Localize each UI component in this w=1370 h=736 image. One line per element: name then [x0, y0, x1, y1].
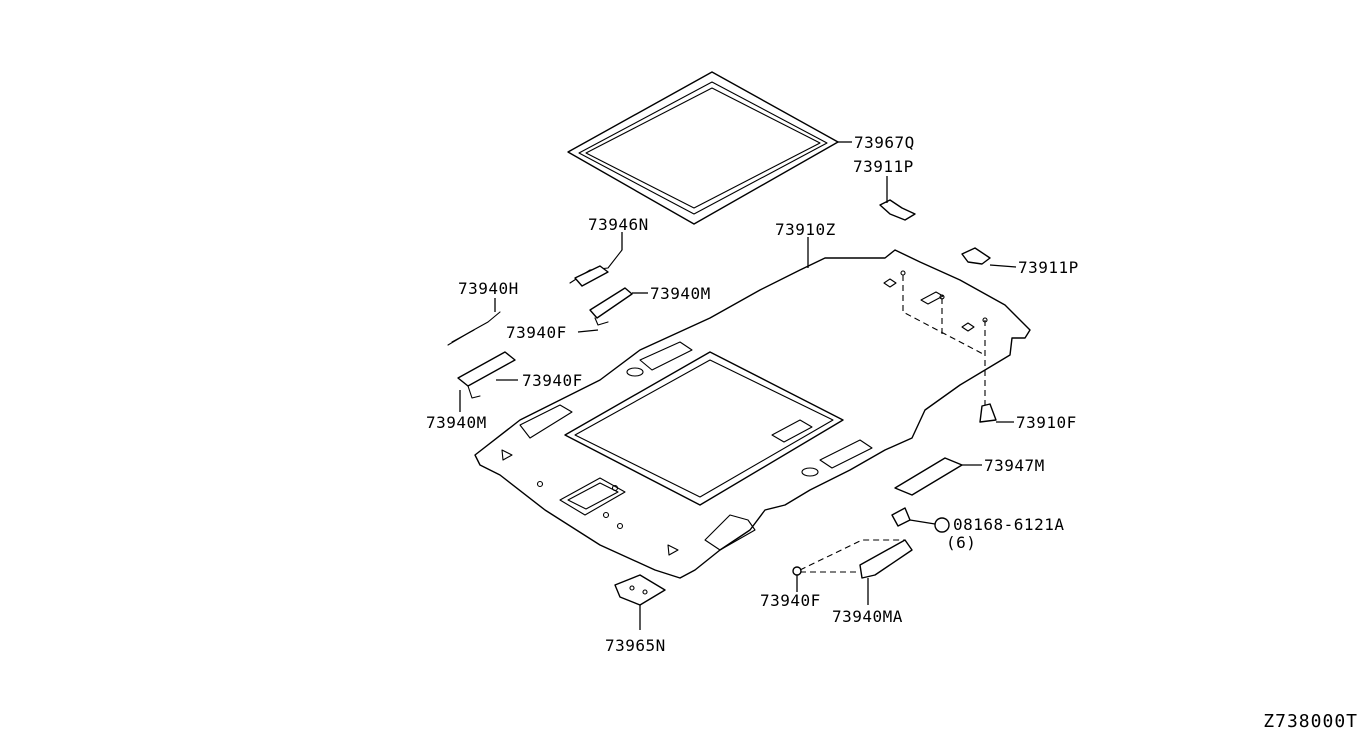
label-08168-6121A: 08168-6121A — [953, 515, 1064, 534]
label-73967Q: 73967Q — [854, 133, 915, 152]
label-73940F-lower: 73940F — [760, 591, 821, 610]
label-73965N: 73965N — [605, 636, 666, 655]
label-73947M: 73947M — [984, 456, 1045, 475]
drawing-code: Z738000T — [1263, 711, 1358, 732]
label-73940MA: 73940MA — [832, 607, 903, 626]
harness-73946N — [569, 249, 623, 287]
sunroof-seal-frame — [567, 71, 839, 225]
clip-73911P-right — [961, 247, 991, 265]
label-73946N: 73946N — [588, 215, 649, 234]
label-73940M-left: 73940M — [426, 413, 487, 432]
assist-grip-73940M-upper — [589, 287, 633, 326]
label-73910Z: 73910Z — [775, 220, 836, 239]
label-73940F-upper: 73940F — [506, 323, 567, 342]
bracket-73947M — [894, 457, 963, 496]
headlining-panel — [474, 249, 1031, 579]
label-73910F: 73910F — [1016, 413, 1077, 432]
label-73911P-upper: 73911P — [853, 157, 914, 176]
harness-73940H — [447, 311, 501, 346]
label-73940M-upper: 73940M — [650, 284, 711, 303]
leader-lines — [459, 141, 1017, 630]
bolt-08168-6121A — [891, 507, 950, 533]
assist-grip-73940M-left — [457, 351, 516, 399]
label-73940F-mid: 73940F — [522, 371, 583, 390]
label-bolt-qty: (6) — [946, 533, 976, 552]
clip-73910F — [979, 403, 997, 423]
label-73940H: 73940H — [458, 279, 519, 298]
assist-grip-73940MA — [792, 539, 913, 579]
clip-73911P-upper — [879, 199, 916, 221]
label-73911P-right: 73911P — [1018, 258, 1079, 277]
lamp-bracket-73965N — [614, 574, 666, 606]
